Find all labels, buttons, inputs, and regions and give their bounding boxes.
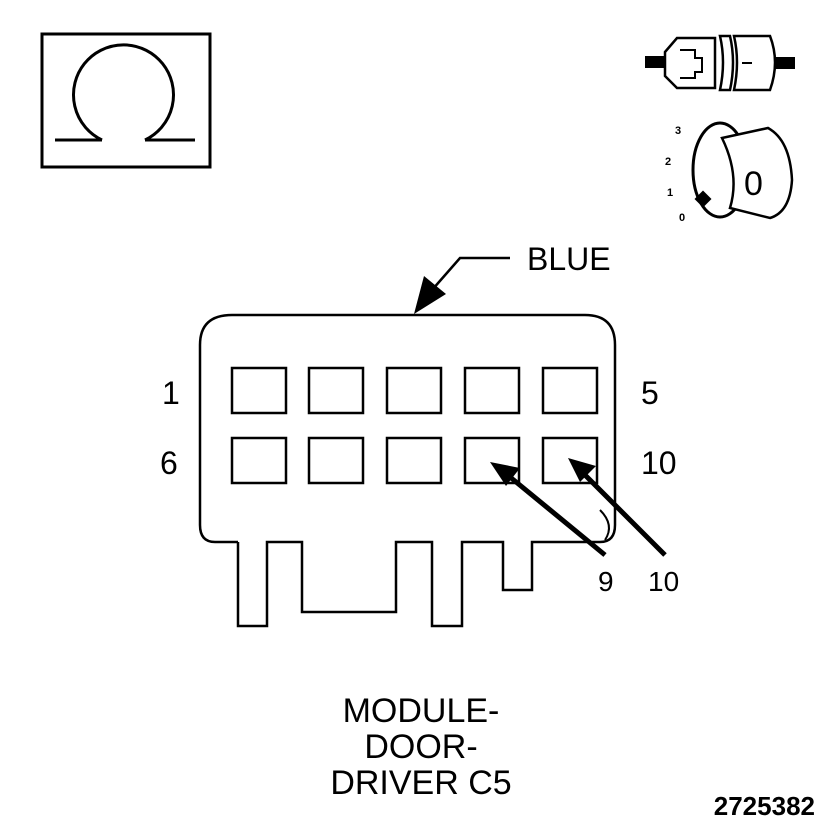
cavity-3 <box>385 366 443 415</box>
cavity-1 <box>230 366 288 415</box>
disconnected-connector-icon <box>645 34 795 92</box>
diagram-caption: MODULE- DOOR- DRIVER C5 <box>330 692 511 802</box>
pin-label-top-right: 5 <box>641 375 659 411</box>
color-callout: BLUE <box>414 241 611 314</box>
cavity-grid <box>230 366 599 485</box>
caption-line-3: DRIVER C5 <box>330 764 511 802</box>
ignition-position-1: 1 <box>667 187 673 199</box>
ohm-symbol-icon <box>40 32 212 169</box>
cavity-4 <box>463 366 521 415</box>
callout-label-9: 9 <box>598 566 614 597</box>
figure-id: 2725382 <box>714 791 815 821</box>
ignition-position-2: 2 <box>665 156 671 168</box>
pin-label-top-left: 1 <box>162 375 180 411</box>
cavity-7 <box>307 436 365 485</box>
caption-line-1: MODULE- <box>343 692 500 730</box>
ignition-key-label: 0 <box>744 165 763 203</box>
connector-body <box>198 313 617 628</box>
callout-label-10: 10 <box>648 566 679 597</box>
cavity-2 <box>307 366 365 415</box>
ignition-position-0: 0 <box>679 212 685 224</box>
caption-line-2: DOOR- <box>364 728 477 766</box>
pin-label-bottom-right: 10 <box>641 445 677 481</box>
ignition-key-icon: 3 2 1 0 0 <box>665 121 794 224</box>
connector-color-label: BLUE <box>527 241 611 277</box>
cavity-6 <box>230 436 288 485</box>
callout-arrow-10 <box>568 458 667 557</box>
cavity-8 <box>385 436 443 485</box>
cavity-10 <box>541 436 599 485</box>
cavity-5 <box>541 366 599 415</box>
cavity-9 <box>463 436 521 485</box>
ignition-position-3: 3 <box>675 125 681 137</box>
pin-label-bottom-left: 6 <box>160 445 178 481</box>
callout-arrow-9 <box>490 462 607 557</box>
